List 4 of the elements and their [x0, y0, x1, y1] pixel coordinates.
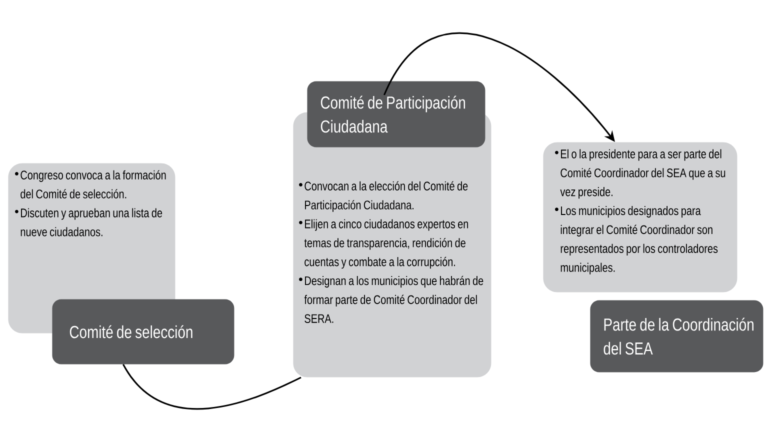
title-box: Parte de la Coordinación del SEA — [590, 300, 764, 372]
bullet-box: El o la presidente para a ser parte del Comité Coordinador del SEA que a su vez preside. Los municipios designados para integrar el Comité Coordinador son representados por los controladores municipales. — [543, 142, 738, 292]
title-box: Comité de Participación Ciudadana — [307, 81, 486, 148]
title-box: Comité de selección — [52, 299, 234, 364]
